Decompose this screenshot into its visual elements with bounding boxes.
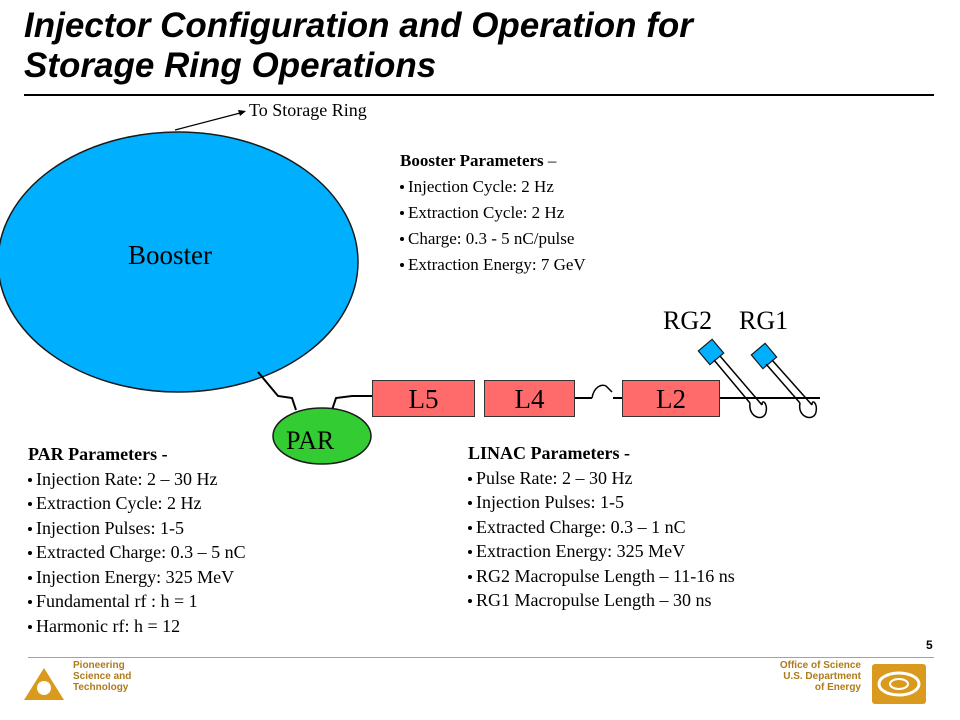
- footer-tagline-line: Science and: [73, 671, 132, 682]
- title-line-2: Storage Ring Operations: [24, 46, 437, 85]
- list-item: Harmonic rf: h = 12: [28, 614, 246, 639]
- booster-parameters: Booster Parameters – Injection Cycle: 2 …: [400, 148, 586, 278]
- par-ring: [272, 407, 372, 465]
- rg1-label: RG1: [739, 306, 789, 335]
- booster-params-dash: –: [543, 151, 557, 170]
- list-item: RG1 Macropulse Length – 30 ns: [468, 588, 735, 613]
- linac-parameters: LINAC Parameters - Pulse Rate: 2 – 30 Hz…: [468, 441, 735, 613]
- rg2-label: RG2: [663, 306, 713, 335]
- footer-doe-line: Office of Science: [779, 660, 861, 671]
- slide-title: Injector Configuration and Operation for…: [24, 6, 944, 86]
- linac-section-l2: L2: [622, 380, 720, 417]
- argonne-logo: [24, 668, 64, 700]
- storage-ring-arrow: [174, 111, 245, 131]
- list-item: Pulse Rate: 2 – 30 Hz: [468, 466, 735, 491]
- linac-section-l4: L4: [484, 380, 575, 417]
- rg2-gun: [697, 338, 768, 419]
- list-item: RG2 Macropulse Length – 11-16 ns: [468, 564, 735, 589]
- list-item: Extraction Cycle: 2 Hz: [400, 200, 586, 226]
- list-item: Injection Pulses: 1-5: [468, 490, 735, 515]
- list-item: Injection Pulses: 1-5: [28, 516, 246, 541]
- to-storage-ring-label: To Storage Ring: [249, 100, 367, 120]
- footer-doe-text: Office of Science U.S. Department of Ene…: [745, 660, 861, 693]
- list-item: Charge: 0.3 - 5 nC/pulse: [400, 226, 586, 252]
- rg1-gun: [750, 342, 818, 419]
- linac-section-l5: L5: [372, 380, 475, 417]
- linac-gap-line: [591, 384, 613, 399]
- footer-tagline-line: Pioneering: [73, 660, 125, 671]
- list-item: Injection Energy: 325 MeV: [28, 565, 246, 590]
- list-item: Injection Rate: 2 – 30 Hz: [28, 467, 246, 492]
- list-item: Fundamental rf : h = 1: [28, 589, 246, 614]
- booster-label: Booster: [128, 240, 212, 270]
- title-divider: [24, 94, 934, 96]
- par-label: PAR: [286, 426, 335, 455]
- booster-ring: [0, 131, 359, 393]
- page-number: 5: [926, 638, 933, 652]
- list-item: Extraction Energy: 7 GeV: [400, 252, 586, 278]
- footer-tagline: Pioneering Science and Technology: [73, 660, 131, 693]
- footer-tagline-line: Technology: [73, 682, 129, 693]
- arrow-head-icon: [238, 110, 246, 116]
- linac-params-heading: LINAC Parameters -: [468, 443, 630, 463]
- title-line-1: Injector Configuration and Operation for: [24, 6, 693, 45]
- list-item: Extracted Charge: 0.3 – 5 nC: [28, 540, 246, 565]
- footer-divider: [28, 657, 934, 658]
- doe-logo: [872, 664, 926, 704]
- footer-doe-line: U.S. Department: [783, 671, 861, 682]
- par-parameters: PAR Parameters - Injection Rate: 2 – 30 …: [28, 442, 246, 638]
- par-params-heading: PAR Parameters -: [28, 444, 168, 464]
- footer-doe-line: of Energy: [814, 682, 861, 693]
- list-item: Extraction Energy: 325 MeV: [468, 539, 735, 564]
- booster-to-par-line: [257, 371, 297, 411]
- par-to-linac-line: [331, 395, 372, 411]
- list-item: Extracted Charge: 0.3 – 1 nC: [468, 515, 735, 540]
- list-item: Extraction Cycle: 2 Hz: [28, 491, 246, 516]
- booster-params-heading: Booster Parameters: [400, 151, 544, 170]
- list-item: Injection Cycle: 2 Hz: [400, 174, 586, 200]
